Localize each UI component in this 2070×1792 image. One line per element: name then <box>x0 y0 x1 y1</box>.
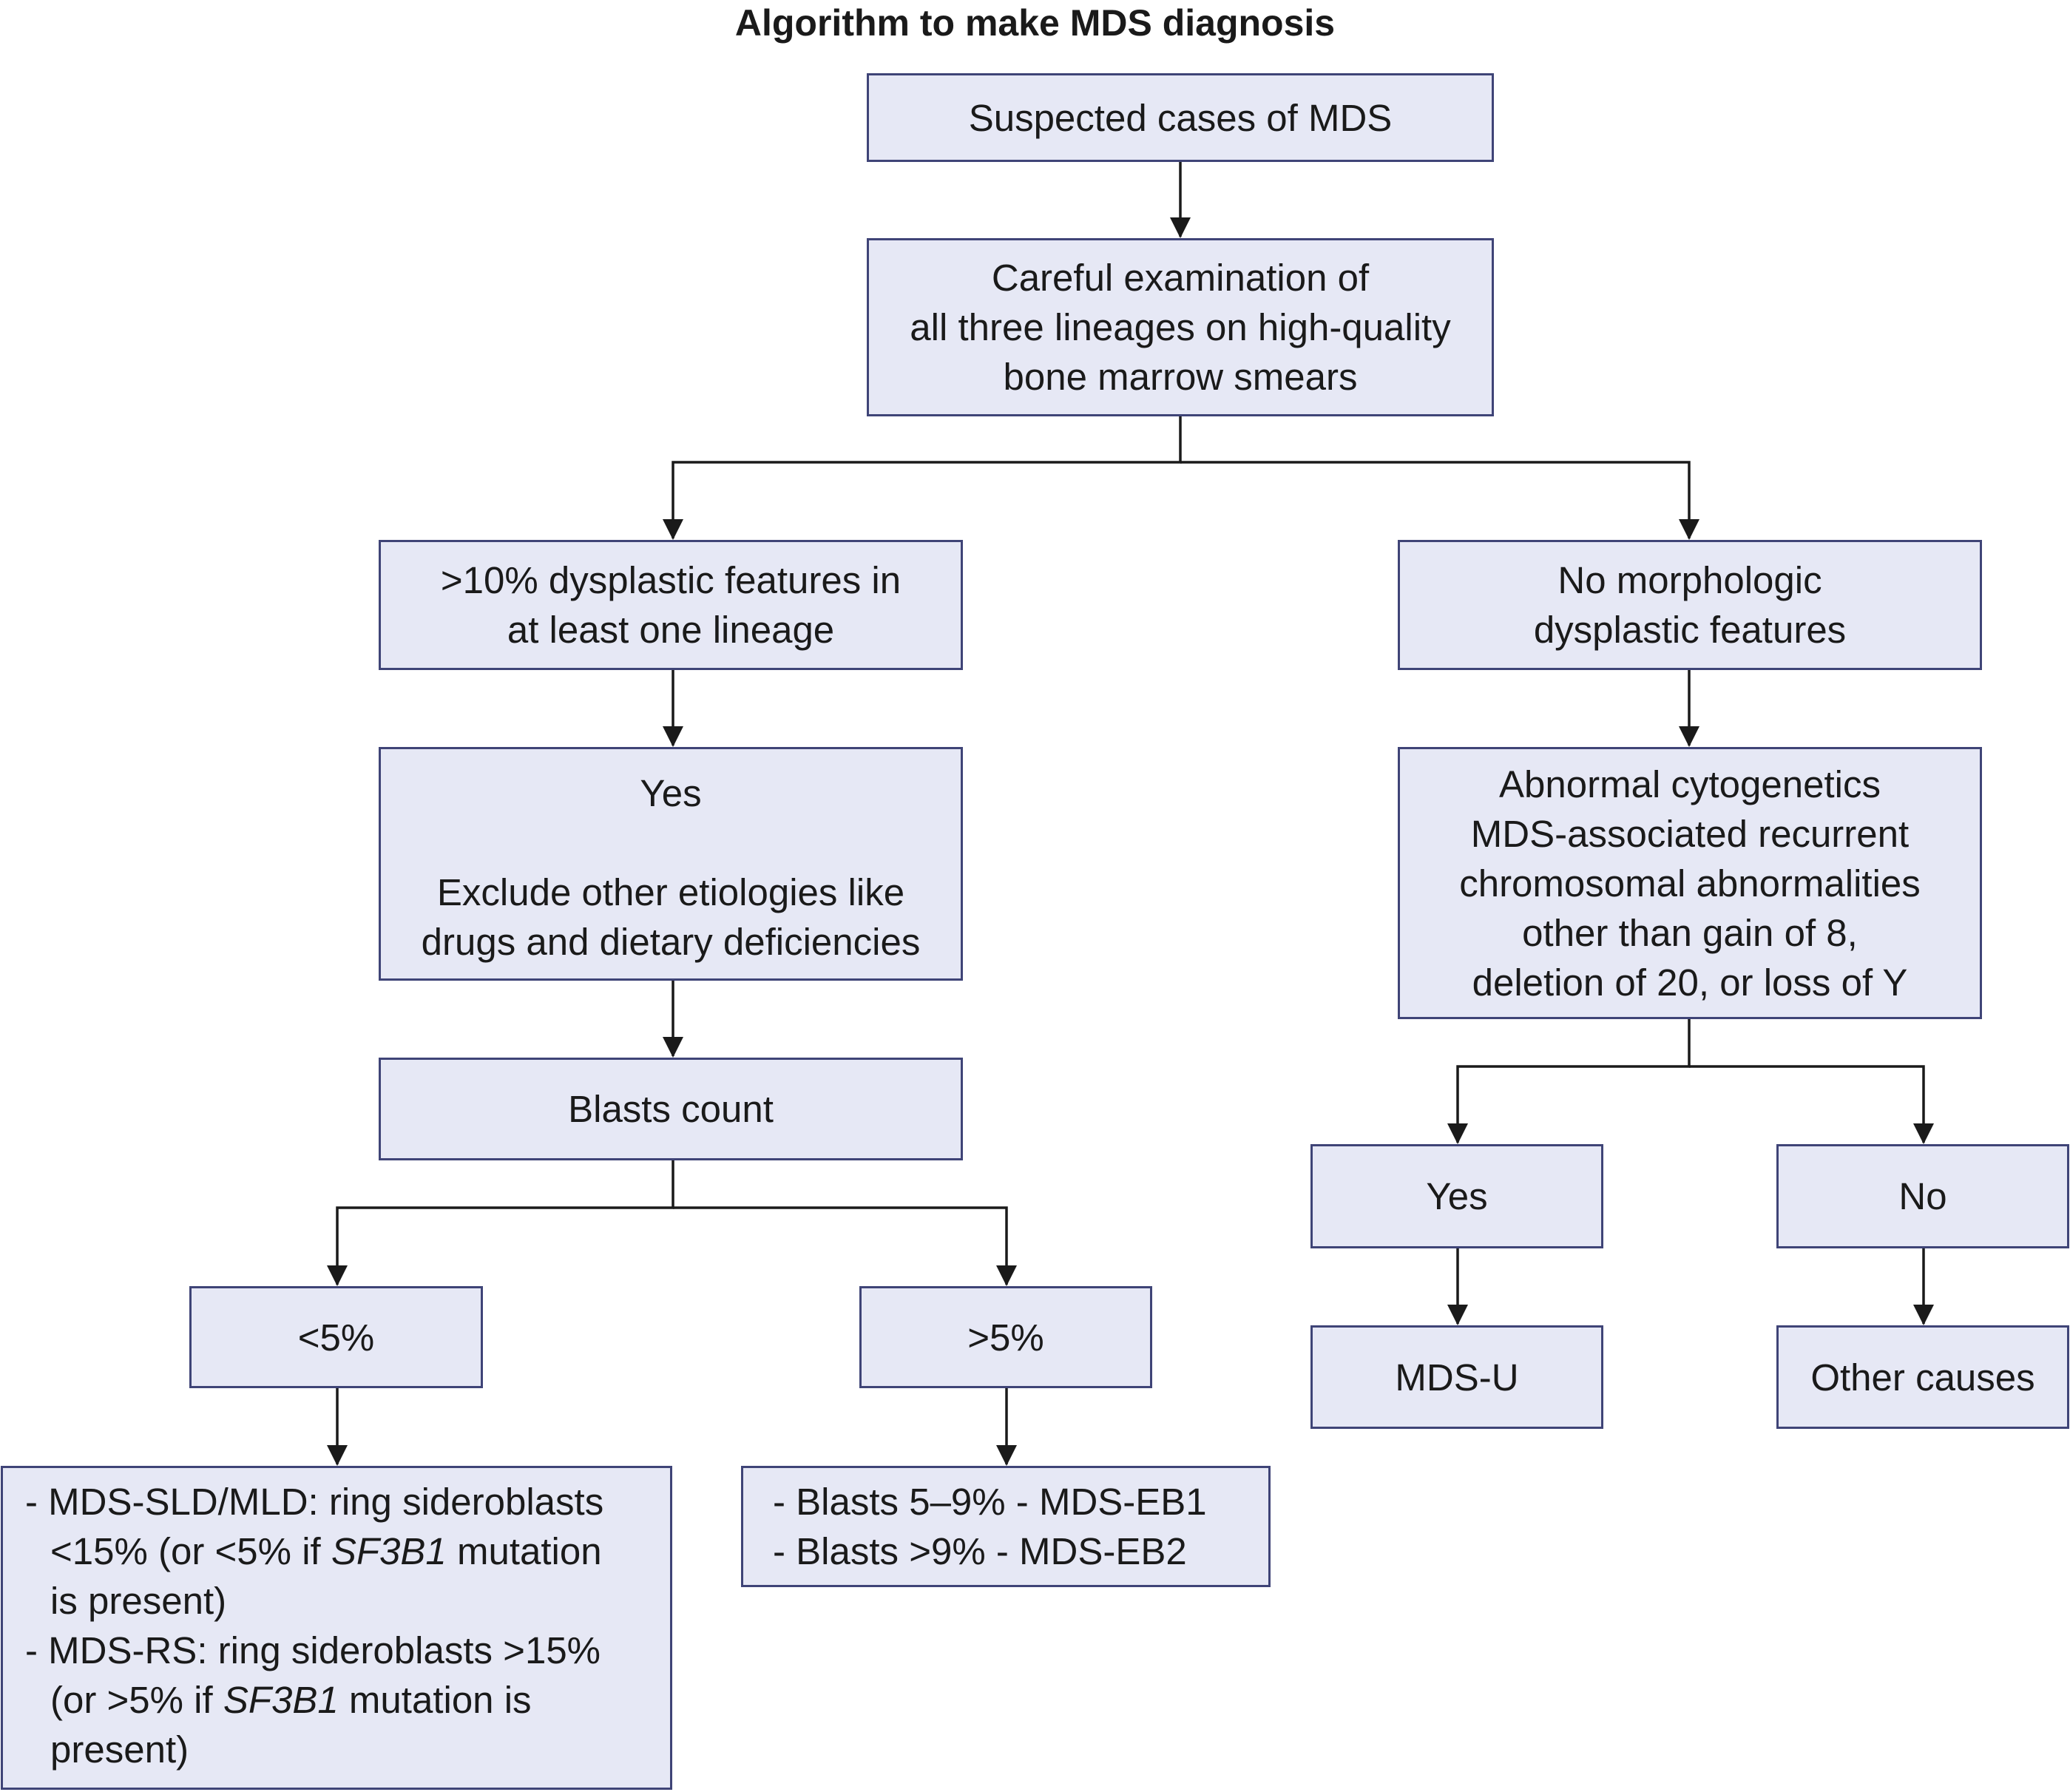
list-text: mutation is <box>338 1679 532 1721</box>
node-careful-examination: Careful examination of all three lineage… <box>867 238 1494 416</box>
arrowhead <box>1679 519 1699 540</box>
node-gt5-result: - Blasts 5–9% - MDS-EB1 - Blasts >9% - M… <box>741 1466 1271 1587</box>
list-text: mutation <box>446 1530 602 1572</box>
branch-exam-right <box>1180 461 1691 538</box>
gene-name: SF3B1 <box>223 1679 339 1721</box>
node-text: Exclude other etiologies like <box>436 871 905 913</box>
node-text: >10% dysplastic features in <box>440 559 902 601</box>
node-text: deletion of 20, or loss of Y <box>1472 961 1908 1004</box>
node-cyto-no: No <box>1776 1144 2069 1248</box>
node-other-causes: Other causes <box>1776 1325 2069 1429</box>
branch-exam-split <box>672 416 1182 538</box>
arrowhead <box>1447 1305 1468 1325</box>
node-text: Careful examination of <box>991 257 1370 299</box>
arrowhead <box>1913 1305 1934 1325</box>
list-item: - MDS-SLD/MLD: ring sideroblasts <box>25 1477 603 1526</box>
node-text: No morphologic <box>1557 559 1822 601</box>
list-item: - Blasts >9% - MDS-EB2 <box>773 1530 1187 1572</box>
list-text: <15% (or <5% if <box>50 1530 331 1572</box>
node-text: Abnormal cytogenetics <box>1499 763 1881 805</box>
arrowhead <box>996 1265 1017 1286</box>
node-text: Suspected cases of MDS <box>968 96 1393 139</box>
branch-blasts-right <box>673 1206 1008 1285</box>
branch-blasts-left <box>336 1160 674 1285</box>
list-text: - MDS-SLD/MLD: ring sideroblasts <box>25 1481 604 1523</box>
arrowhead <box>327 1265 348 1286</box>
gene-name: SF3B1 <box>331 1530 447 1572</box>
node-text: Other causes <box>1810 1356 2035 1399</box>
list-item: - MDS-RS: ring sideroblasts >15% <box>25 1626 601 1675</box>
node-text: drugs and dietary deficiencies <box>421 921 921 963</box>
list-text: (or >5% if <box>50 1679 223 1721</box>
node-text: bone marrow smears <box>1003 356 1358 398</box>
node-text: Blasts count <box>568 1088 774 1130</box>
node-blasts-gt5: >5% <box>859 1286 1152 1388</box>
list-item: <15% (or <5% if SF3B1 mutation <box>25 1526 602 1576</box>
node-abnormal-cytogenetics: Abnormal cytogenetics MDS-associated rec… <box>1398 747 1982 1019</box>
node-text: Yes <box>640 772 702 814</box>
list-text: is present) <box>50 1580 227 1622</box>
node-text: chromosomal abnormalities <box>1459 862 1921 905</box>
node-lt5-result: - MDS-SLD/MLD: ring sideroblasts <15% (o… <box>1 1466 672 1790</box>
diagram-title: Algorithm to make MDS diagnosis <box>734 2 1336 44</box>
list-item: - Blasts 5–9% - MDS-EB1 <box>773 1481 1207 1523</box>
arrowhead <box>663 726 683 747</box>
node-yes-exclude-etiologies: Yes Exclude other etiologies like drugs … <box>379 747 963 981</box>
node-blasts-count: Blasts count <box>379 1058 963 1160</box>
node-text: other than gain of 8, <box>1522 911 1858 954</box>
node-cyto-yes: Yes <box>1310 1144 1603 1248</box>
list-text: present) <box>50 1728 189 1771</box>
node-text: MDS-associated recurrent <box>1470 812 1910 855</box>
node-text: dysplastic features <box>1533 609 1847 651</box>
node-text: at least one lineage <box>507 609 835 651</box>
node-text: all three lineages on high-quality <box>910 306 1451 348</box>
node-blasts-lt5: <5% <box>189 1286 483 1388</box>
node-suspected-cases: Suspected cases of MDS <box>867 73 1494 162</box>
arrowhead <box>1170 217 1191 238</box>
branch-cyto-left <box>1456 1019 1691 1143</box>
list-text: - MDS-RS: ring sideroblasts >15% <box>25 1629 601 1671</box>
list-item: present) <box>25 1725 189 1774</box>
node-text: <5% <box>297 1316 375 1359</box>
node-text: >5% <box>967 1316 1044 1359</box>
node-no-morphologic: No morphologic dysplastic features <box>1398 540 1982 670</box>
arrowhead <box>1447 1123 1468 1144</box>
list-item: is present) <box>25 1576 226 1626</box>
node-text: No <box>1898 1175 1947 1217</box>
arrowhead <box>663 1037 683 1058</box>
arrowhead <box>663 519 683 540</box>
node-mds-u: MDS-U <box>1310 1325 1603 1429</box>
list-item: (or >5% if SF3B1 mutation is <box>25 1675 532 1725</box>
node-text: Yes <box>1426 1175 1488 1217</box>
arrowhead <box>1679 726 1699 747</box>
node-dysplastic-features: >10% dysplastic features in at least one… <box>379 540 963 670</box>
arrowhead <box>1913 1123 1934 1144</box>
branch-cyto-right <box>1689 1065 1925 1143</box>
arrowhead <box>327 1445 348 1466</box>
node-text: MDS-U <box>1395 1356 1519 1399</box>
arrowhead <box>996 1445 1017 1466</box>
